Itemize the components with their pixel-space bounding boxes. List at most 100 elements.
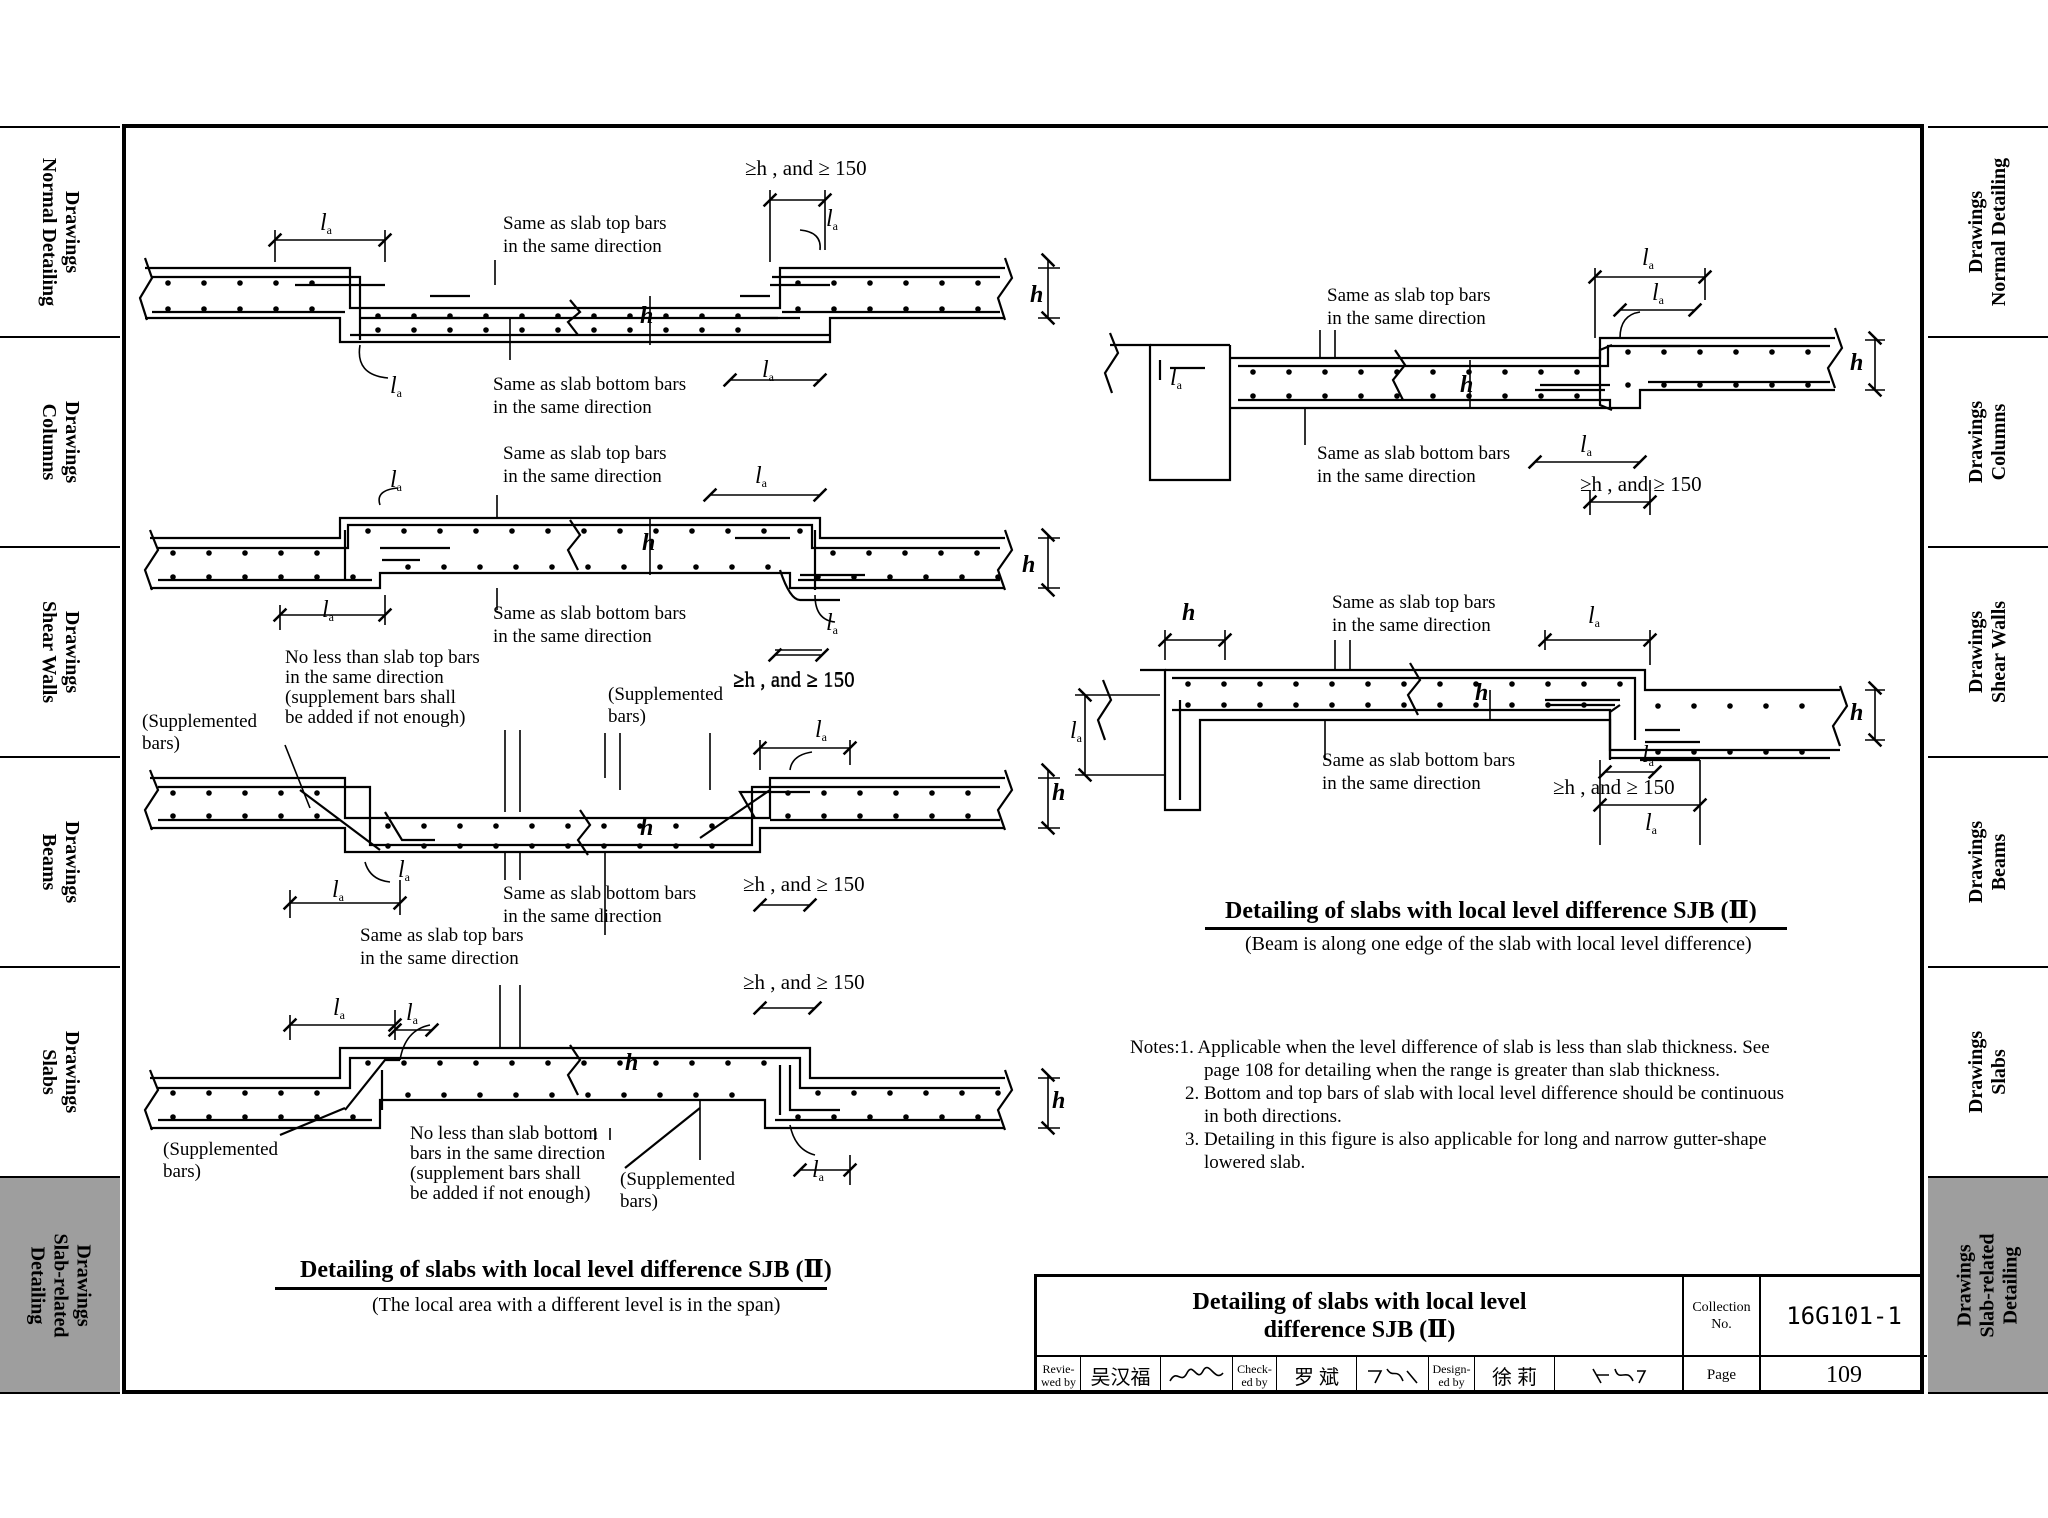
rebar-dot (555, 327, 561, 333)
detail-4-raised-supplemented (143, 1044, 1014, 1169)
d5-la-1: l (1170, 365, 1182, 393)
rebar-dot (617, 528, 623, 534)
rebar-dot (699, 327, 705, 333)
rebar-dot (1466, 369, 1472, 375)
rebar-dot (893, 813, 899, 819)
rebar-dot (591, 327, 597, 333)
rebar-dot (1655, 749, 1661, 755)
rebar-dot (1769, 382, 1775, 388)
rebar-dot (1221, 681, 1227, 687)
d3-supp-left-2: bars) (142, 733, 180, 754)
detail-1-dimensions (267, 190, 1060, 388)
rebar-dot (447, 327, 453, 333)
rebar-dot (405, 1092, 411, 1098)
rebar-dot (314, 1090, 320, 1096)
d5-same-top-1: Same as slab top bars (1327, 285, 1491, 306)
rebar-dot (621, 564, 627, 570)
rebar-dot (627, 327, 633, 333)
rebar-dot (309, 280, 315, 286)
rebar-dot (689, 1060, 695, 1066)
rebar-dot (653, 1060, 659, 1066)
rebar-dot (375, 327, 381, 333)
rebar-dot (314, 790, 320, 796)
rebar-dot (1437, 681, 1443, 687)
designer-name: 徐 莉 (1475, 1357, 1555, 1394)
rebar-dot (437, 528, 443, 534)
d2-same-top-1: Same as slab top bars (503, 443, 667, 464)
rebar-dot (170, 790, 176, 796)
rebar-dot (509, 1060, 515, 1066)
d6-la-4: l (1645, 810, 1657, 838)
rebar-dot (815, 574, 821, 580)
rebar-dot (975, 1114, 981, 1120)
rebar-dot (493, 823, 499, 829)
rebar-dot (637, 823, 643, 829)
rebar-dot (529, 823, 535, 829)
rebar-dot (385, 823, 391, 829)
d2-same-top-2: in the same direction (503, 466, 662, 487)
designed-by-label: Design-ed by (1429, 1357, 1475, 1394)
rebar-dot (1617, 681, 1623, 687)
rebar-dot (1473, 702, 1479, 708)
rebar-dot (1574, 393, 1580, 399)
d3-same-bot-1: Same as slab bottom bars (503, 883, 697, 904)
d3-supp-right-1: (Supplemented (608, 684, 724, 705)
rebar-dot (1574, 369, 1580, 375)
rebar-dot (867, 280, 873, 286)
rebar-dot (887, 574, 893, 580)
d2-same-bot-1: Same as slab bottom bars (493, 603, 687, 624)
rebar-dot (1581, 681, 1587, 687)
detail-6-beam-edge-drop (1096, 662, 1849, 812)
d2-la-4: l (826, 610, 838, 638)
rebar-dot (555, 313, 561, 319)
rebar-dot (457, 823, 463, 829)
d4-h-2: h (1052, 1088, 1066, 1114)
rebar-dot (867, 306, 873, 312)
rebar-dot (401, 528, 407, 534)
rebar-dot (278, 574, 284, 580)
rebar-dot (1250, 369, 1256, 375)
rebar-dot (1509, 681, 1515, 687)
rebar-dot (657, 564, 663, 570)
d1-la-1: l (320, 210, 332, 238)
rebar-dot (1733, 382, 1739, 388)
rebar-dot (831, 280, 837, 286)
note-line-2: page 108 for detailing when the range is… (1204, 1060, 1720, 1081)
rebar-dot (1799, 749, 1805, 755)
rebar-dot (673, 843, 679, 849)
left-drawing-title: Detailing of slabs with local level diff… (300, 1257, 832, 1283)
rebar-dot (509, 528, 515, 534)
rebar-dot (1430, 369, 1436, 375)
rebar-dot (1799, 703, 1805, 709)
rebar-dot (206, 1090, 212, 1096)
rebar-dot (903, 306, 909, 312)
rebar-dot (1538, 369, 1544, 375)
rebar-dot (441, 1092, 447, 1098)
d3-ge-h: ≥h , and ≥ 150 (733, 668, 855, 692)
d1-h-1: h (640, 303, 654, 329)
rebar-dot (709, 823, 715, 829)
rebar-dot (519, 313, 525, 319)
rebar-dot (1727, 703, 1733, 709)
rebar-dot (725, 528, 731, 534)
left-title-underline (275, 1287, 827, 1290)
rebar-dot (545, 1060, 551, 1066)
rebar-dot (1625, 349, 1631, 355)
d3-la-1: l (332, 877, 344, 905)
rebar-dot (1365, 702, 1371, 708)
rebar-dot (1691, 749, 1697, 755)
d6-same-top-1: Same as slab top bars (1332, 592, 1496, 613)
rebar-dot (314, 1114, 320, 1120)
page-label: Page (1684, 1357, 1761, 1394)
rebar-dot (437, 1060, 443, 1066)
checker-signature (1357, 1357, 1429, 1394)
rebar-dot (1221, 702, 1227, 708)
rebar-dot (830, 550, 836, 556)
rebar-dot (242, 1090, 248, 1096)
rebar-dot (237, 306, 243, 312)
